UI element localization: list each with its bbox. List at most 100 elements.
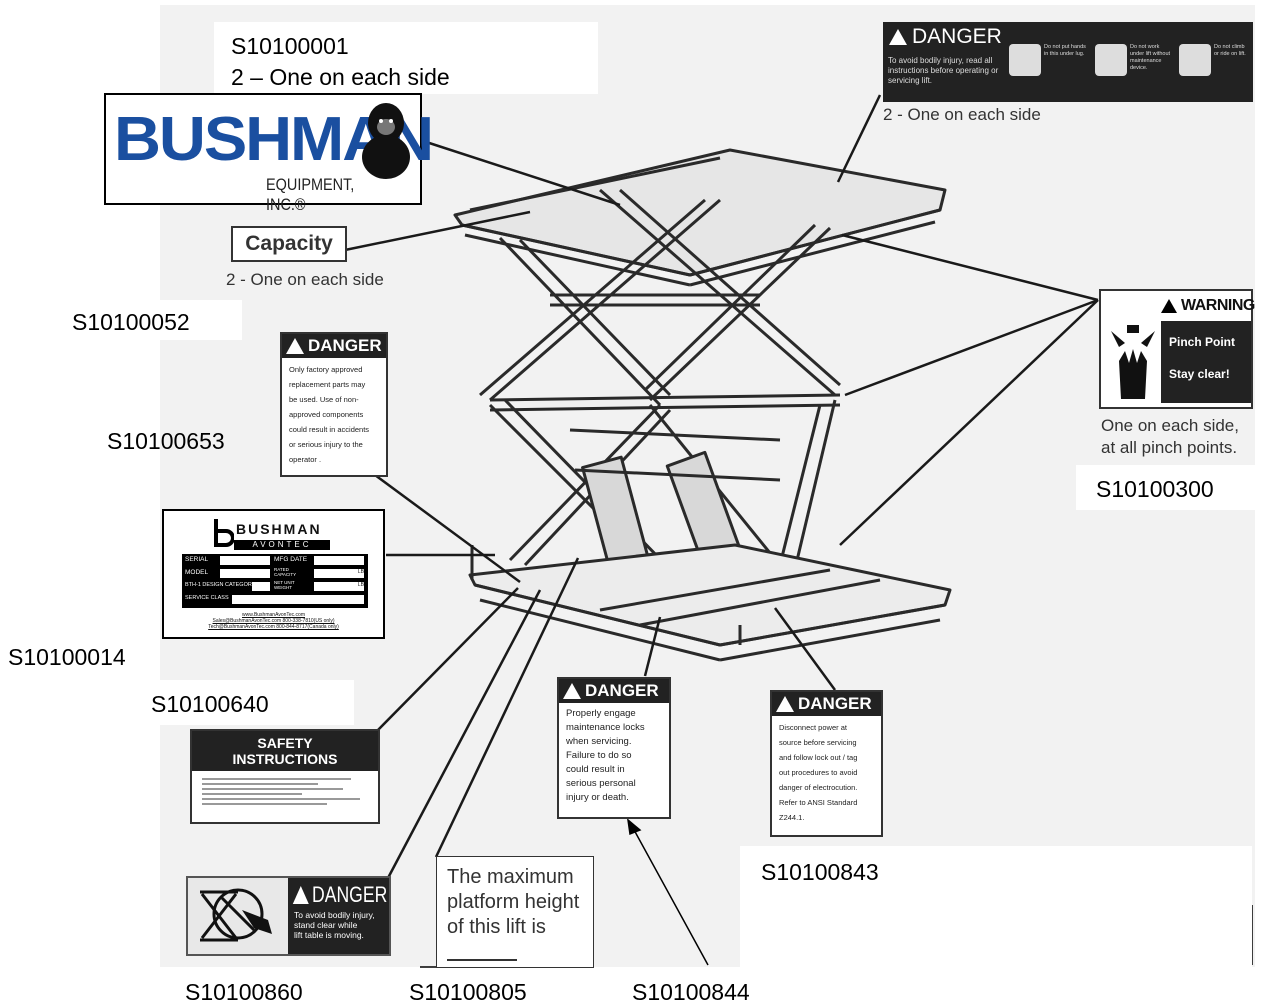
plate-field-label: SERVICE CLASS [185, 595, 229, 601]
danger-lockout-line: Disconnect power at [779, 723, 847, 732]
icon3-text: Do not climb or ride on lift. [1214, 44, 1246, 57]
plate-field-label: NET UNIT WEIGHT [274, 580, 295, 590]
plate-field-label: MODEL [185, 569, 209, 576]
icon2-text: Do not work under lift without maintenan… [1130, 44, 1171, 71]
danger-parts-decal: DANGER Only factory approved replacement… [280, 332, 388, 477]
danger-lockout-line: danger of electrocution. [779, 783, 858, 792]
warning-triangle-icon [286, 338, 304, 354]
max-height-decal: The maximum platform height of this lift… [436, 856, 594, 968]
plate-brand: BUSHMAN [236, 521, 322, 537]
part-number-warning: S10100300 [1096, 476, 1214, 502]
capacity-note: 2 - One on each side [226, 270, 384, 289]
plate-field [314, 556, 364, 565]
safety-instructions-decal: SAFETY INSTRUCTIONS [190, 729, 380, 824]
safety-fine-print [192, 771, 378, 812]
danger-maint-title: DANGER [585, 681, 659, 700]
part-number-serial-plate: S10100014 [8, 644, 126, 670]
top-danger-decal: DANGER To avoid bodily injury, read all … [883, 22, 1253, 102]
max-height-line: of this lift is [447, 916, 546, 938]
warning-line2: Stay clear! [1169, 367, 1230, 381]
plate-field-label: SERIAL [185, 556, 209, 563]
blank-fill-line [447, 959, 517, 961]
warning-line1: Pinch Point [1169, 335, 1235, 349]
max-height-line: The maximum [447, 866, 574, 888]
plate-field [220, 569, 270, 578]
no-hands-icon [1009, 44, 1041, 76]
danger-bodily-decal: DANGER To avoid bodily injury, stand cle… [186, 876, 391, 956]
part-number-safety: S10100640 [151, 691, 269, 717]
warning-note2: at all pinch points. [1101, 438, 1238, 457]
icon1-text: Do not put hands in this under lug. [1044, 44, 1086, 57]
danger-maint-line: serious personal [566, 778, 636, 789]
danger-lockout-line: source before servicing [779, 738, 857, 747]
safety-title1: SAFETY [257, 735, 313, 751]
gorilla-icon [360, 99, 412, 179]
lift-crush-icon [188, 878, 288, 954]
plate-footer: Sales@BushmanAvonTec.com 800-338-7810(US… [212, 618, 335, 624]
danger-bodily-line: lift table is moving. [294, 930, 364, 940]
warning-triangle-icon [1161, 299, 1177, 313]
serial-plate-decal: BUSHMAN AVONTEC SERIAL MFG DATE MODEL RA… [162, 509, 385, 639]
plate-footer: www.BushmanAvonTec.com [242, 612, 305, 618]
warning-title: WARNING [1181, 297, 1255, 314]
top-danger-note: 2 - One on each side [883, 105, 1041, 124]
danger-bodily-line: To avoid bodily injury, [294, 910, 375, 920]
bushman-logo-decal: BUSHMAN EQUIPMENT, INC.® [104, 93, 434, 214]
max-height-line: platform height [447, 891, 580, 913]
warning-triangle-icon [776, 696, 794, 712]
danger-parts-line: approved components [289, 410, 364, 419]
safety-title2: INSTRUCTIONS [232, 751, 338, 767]
danger-lockout-line: out procedures to avoid [779, 768, 858, 777]
warning-pinch-decal: WARNING Pinch Point Stay clear! [1099, 289, 1255, 409]
danger-maint-line: Properly engage [566, 708, 636, 719]
warning-triangle-icon [889, 29, 907, 45]
top-danger-title: DANGER [912, 25, 1002, 48]
pinch-hand-icon [1105, 321, 1161, 401]
danger-lockout-decal: DANGER Disconnect power at source before… [770, 690, 883, 837]
danger-maint-line: injury or death. [566, 792, 629, 803]
danger-parts-title: DANGER [308, 336, 382, 355]
part-number-capacity: S10100052 [72, 309, 190, 335]
plate-table: SERIAL MFG DATE MODEL RATED CAPACITY LB … [182, 554, 368, 608]
plate-footer: Tech@BushmanAvonTec.com 800-844-8717(Can… [208, 624, 339, 630]
part-number-lockout: S10100843 [761, 859, 879, 885]
danger-bodily-title: DANGER [312, 882, 388, 907]
danger-parts-line: Only factory approved [289, 365, 363, 374]
plate-field [232, 595, 364, 604]
part-number-danger-parts: S10100653 [107, 428, 225, 454]
plate-field-label: BTH-1 DESIGN CATEGORY [185, 582, 256, 588]
logo-note-box [214, 22, 598, 94]
plate-sub: AVONTEC [234, 540, 330, 550]
danger-parts-line: be used. Use of non- [289, 395, 359, 404]
danger-maint-line: Failure to do so [566, 750, 632, 761]
no-work-under-icon [1095, 44, 1127, 76]
danger-maintenance-decal: DANGER Properly engage maintenance locks… [557, 677, 671, 819]
danger-maint-line: when servicing. [566, 736, 632, 747]
warning-triangle-icon [563, 683, 581, 699]
bushman-b-logo-icon [210, 517, 234, 547]
no-ride-icon [1179, 44, 1211, 76]
danger-lockout-line: Refer to ANSI Standard [779, 798, 858, 807]
plate-unit: LB [314, 582, 364, 591]
part-number-maintenance: S10100844 [632, 979, 750, 1005]
warning-note1: One on each side, [1101, 416, 1239, 435]
danger-lockout-title: DANGER [798, 694, 872, 713]
part-number-bodily: S10100860 [185, 979, 303, 1005]
part-number-logo: S10100001 [231, 33, 349, 59]
danger-parts-line: could result in accidents [289, 425, 370, 434]
danger-parts-line: replacement parts may [289, 380, 366, 389]
danger-lockout-line: Z244.1. [779, 813, 805, 822]
plate-field-label: MFG DATE [274, 556, 308, 563]
warning-triangle-icon [292, 886, 309, 904]
danger-maint-line: could result in [566, 764, 625, 775]
logo-quantity-note: 2 – One on each side [231, 64, 450, 90]
capacity-decal: Capacity [231, 226, 347, 262]
danger-parts-line: operator . [289, 455, 322, 464]
logo-subtitle: EQUIPMENT, INC.® [266, 175, 355, 214]
danger-bodily-line: stand clear while [294, 920, 358, 930]
danger-lockout-line: and follow lock out / tag [779, 753, 858, 762]
plate-field-label: RATED CAPACITY [274, 567, 297, 577]
plate-unit: LB [314, 569, 364, 578]
danger-parts-line: or serious injury to the [289, 440, 363, 449]
